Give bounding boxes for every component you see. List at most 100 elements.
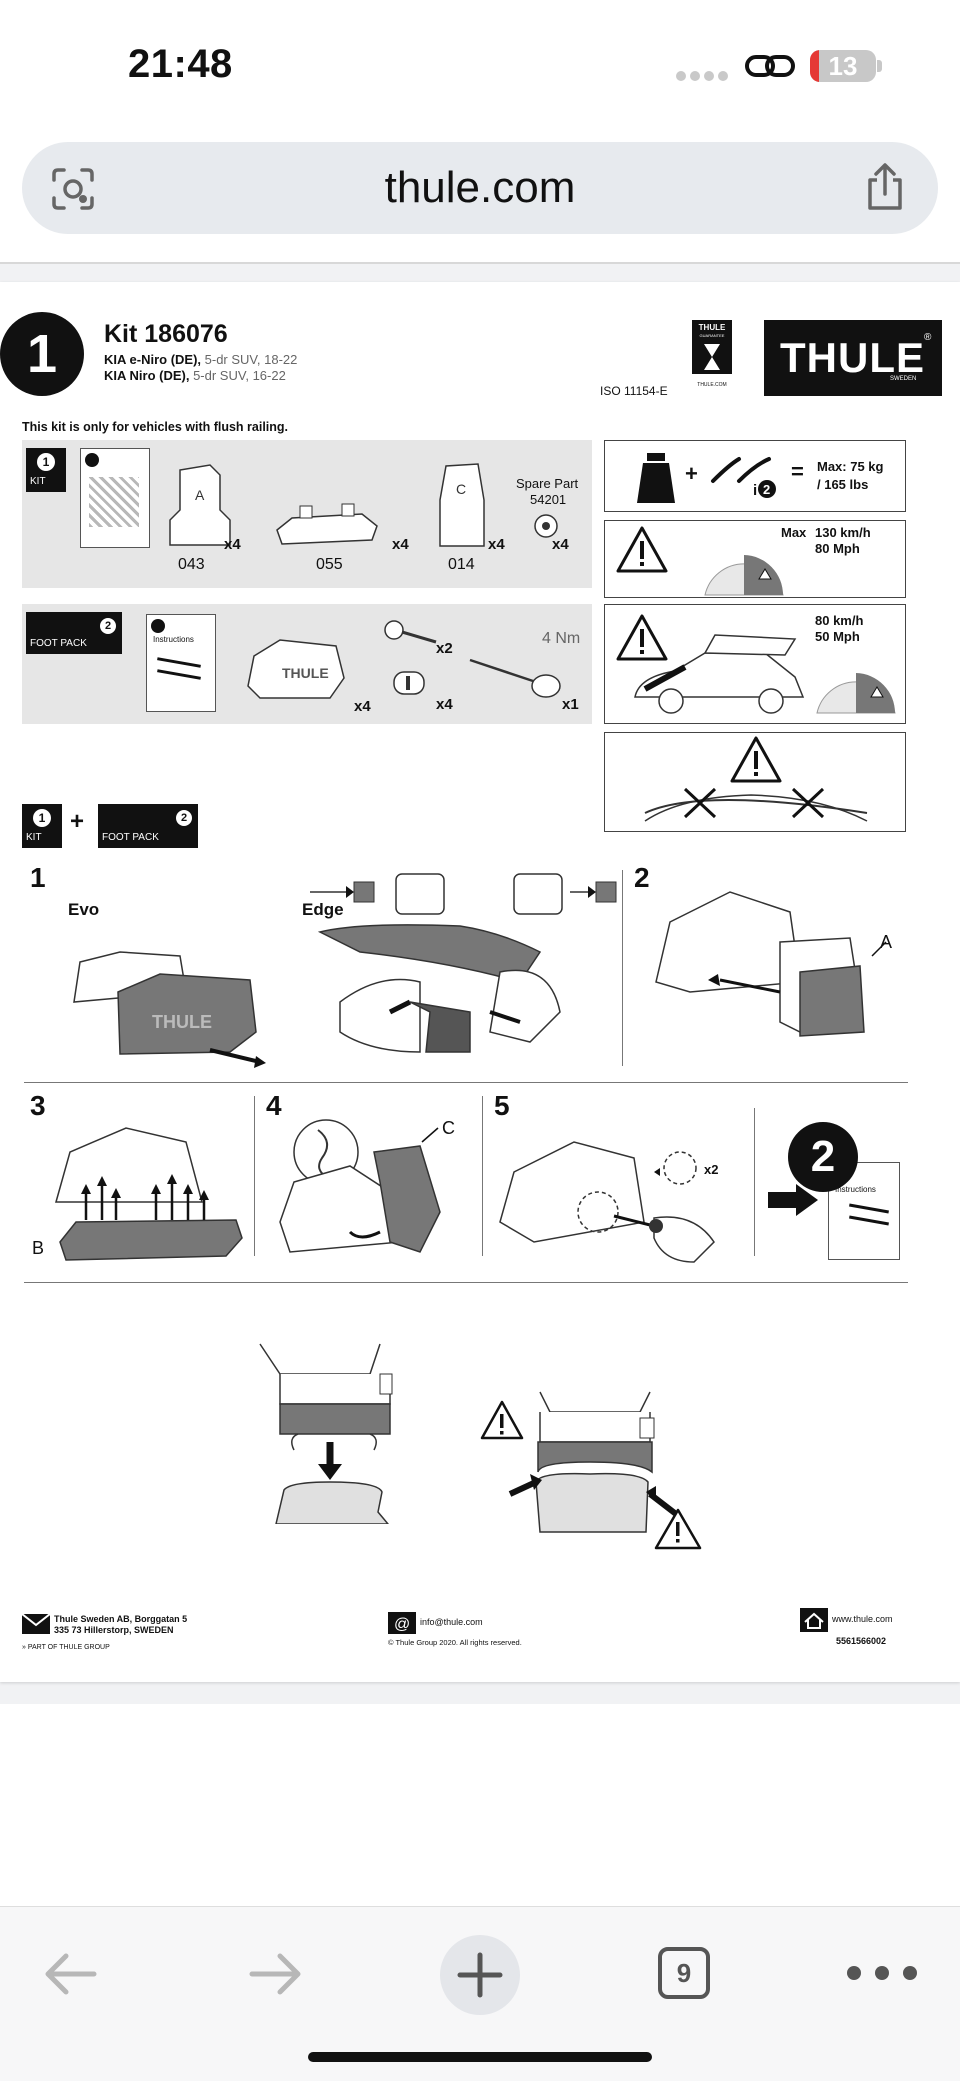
step-5-number: 5 <box>494 1090 510 1121</box>
part-043-qty: x4 <box>224 536 241 553</box>
next-arrow-icon <box>768 1184 818 1216</box>
svg-text:2: 2 <box>763 482 770 497</box>
speed-load-kmh: 80 km/h <box>815 613 864 628</box>
browser-toolbar: 9 <box>0 1906 960 2081</box>
next-instructions-label: Instructions <box>835 1185 876 1194</box>
status-time: 21:48 <box>128 42 233 86</box>
load-capacity-box: + 2 i = Max: 75 kg / 165 lbs <box>604 440 906 512</box>
battery-percent: 13 <box>828 51 858 81</box>
torque-tool-icon <box>469 658 561 698</box>
foot-pack-icon-number: 2 <box>104 620 112 632</box>
speedometer-icon-2 <box>816 673 896 714</box>
step-1-number: 1 <box>30 862 46 893</box>
load-equals: = <box>791 459 804 484</box>
forward-arrow-icon[interactable] <box>246 1949 306 1999</box>
svg-text:C: C <box>456 481 466 497</box>
footer-code: 5561566002 <box>836 1636 887 1646</box>
next-step-badge-number: 2 <box>810 1132 836 1181</box>
combo-kit-number: 1 <box>38 811 46 825</box>
combo-foot-pack-label: FOOT PACK <box>102 832 159 843</box>
back-arrow-icon[interactable] <box>40 1949 100 1999</box>
warning-icon-3 <box>730 736 782 783</box>
combo-kit-icon: 1 KIT <box>22 804 62 848</box>
part-055-code: 055 <box>316 556 343 573</box>
combo-kit-label: KIT <box>26 832 42 843</box>
part-014-qty: x4 <box>488 536 505 553</box>
foot-cover-qty: x4 <box>354 698 371 715</box>
step-2-number: 2 <box>634 862 650 893</box>
tabs-button[interactable]: 9 <box>658 1947 710 1999</box>
footer-email: info@thule.com <box>420 1617 483 1627</box>
combo-foot-pack-number: 2 <box>180 812 188 824</box>
url-text[interactable]: thule.com <box>384 163 576 212</box>
new-tab-button[interactable] <box>440 1935 520 2015</box>
car-load-icon <box>634 634 805 714</box>
spare-part-qty: x4 <box>552 536 569 553</box>
guarantee-url: THULE.COM <box>697 382 727 388</box>
kit-title: Kit 186076 <box>104 320 228 348</box>
vehicle-2-model: KIA Niro (DE), <box>104 368 190 383</box>
key-qty: x2 <box>436 640 453 657</box>
step-2-drawing <box>655 891 887 1037</box>
battery-cap <box>877 60 882 72</box>
speed-load-mph: 50 Mph <box>815 629 860 644</box>
signal-dots-icon <box>676 68 732 86</box>
step-3-number: 3 <box>30 1090 46 1121</box>
row-divider-2 <box>24 1282 908 1283</box>
speed-max-kmh: 130 km/h <box>815 525 871 540</box>
guarantee-top: THULE <box>698 323 726 332</box>
foot-pack-icon-label: FOOT PACK <box>30 638 87 649</box>
load-max-kg: Max: 75 kg <box>817 459 884 474</box>
step-4-mark-c: C <box>442 1118 455 1138</box>
instructions-label: Instructions <box>153 635 194 644</box>
no-crossbar-warning-box <box>604 732 906 832</box>
step-5-next-divider <box>754 1108 755 1256</box>
kit-parts-panel: 1 KIT A x4 043 x4 055 <box>22 440 592 588</box>
speedometer-icon <box>704 555 784 596</box>
share-icon[interactable] <box>862 162 908 212</box>
speed-max-label: Max <box>781 525 807 540</box>
load-max-lbs: / 165 lbs <box>817 477 869 492</box>
footer-address-2: 335 73 Hillerstorp, SWEDEN <box>54 1625 174 1635</box>
tool-qty: x1 <box>562 696 579 713</box>
camera-lens-icon[interactable] <box>50 166 96 212</box>
link-icon <box>745 55 795 77</box>
step-3-mark-b: B <box>32 1238 45 1258</box>
document-viewport[interactable]: 1 Kit 186076 KIA e-Niro (DE), 5-dr SUV, … <box>0 264 960 1704</box>
more-icon[interactable] <box>844 1963 920 1983</box>
guarantee-badge: THULE GUARANTEE THULE.COM <box>692 320 732 396</box>
vehicle-line-2: KIA Niro (DE), 5-dr SUV, 16-22 <box>104 368 286 383</box>
address-bar[interactable]: thule.com <box>22 142 938 234</box>
speed-with-load-box: 80 km/h 50 Mph <box>604 604 906 724</box>
step-5-x2: x2 <box>704 1162 719 1177</box>
kit-icon-label: KIT <box>30 476 46 487</box>
roof-rail-cross-icon <box>644 787 868 822</box>
iso-standard: ISO 11154-E <box>600 384 668 398</box>
spare-part-code: 54201 <box>530 492 567 507</box>
vehicle-line-1: KIA e-Niro (DE), 5-dr SUV, 18-22 <box>104 352 297 367</box>
warning-icon-2 <box>616 614 668 661</box>
foot-placement-drawing <box>259 1343 393 1524</box>
thule-logo: THULE ® SWEDEN <box>764 320 942 396</box>
part-043-code: 043 <box>178 556 205 573</box>
step-1-evo-label: Evo <box>68 900 100 919</box>
weight-icon <box>637 453 675 503</box>
torque-label: 4 Nm <box>542 630 581 647</box>
step-3-drawing <box>55 1127 243 1261</box>
part-055-qty: x4 <box>392 536 409 553</box>
vehicle-1-model: KIA e-Niro (DE), <box>104 352 202 367</box>
kit-instructions-thumb <box>80 448 150 548</box>
part-055-drawing <box>276 503 378 545</box>
warning-icon <box>616 526 668 573</box>
status-bar: 21:48 13 <box>0 0 960 130</box>
browser-divider <box>0 262 960 264</box>
svg-text:@: @ <box>394 1616 410 1633</box>
logo-sub: SWEDEN <box>890 376 917 382</box>
foot-pack-instructions-thumb: Instructions <box>146 614 216 712</box>
foot-fit-warning-drawing <box>480 1391 702 1550</box>
svg-text:THULE: THULE <box>152 1012 212 1032</box>
lock-qty: x4 <box>436 696 453 713</box>
load-plus: + <box>685 461 698 486</box>
footer-copyright: © Thule Group 2020. All rights reserved. <box>388 1638 522 1647</box>
step-1-2-divider <box>622 870 623 1066</box>
